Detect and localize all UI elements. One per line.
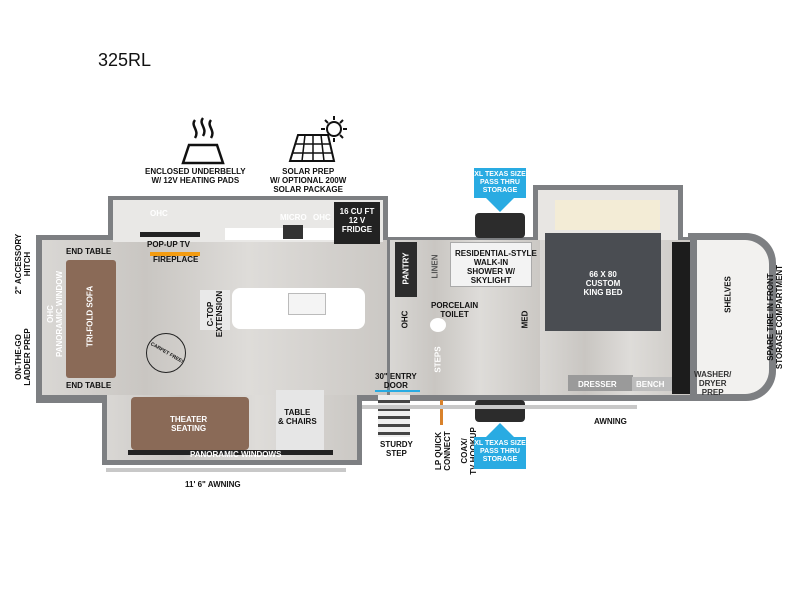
- fireplace-icon: [150, 252, 200, 256]
- entry-door[interactable]: [375, 390, 420, 392]
- pillows: [555, 200, 660, 230]
- end-table-bottom-label: END TABLE: [66, 381, 112, 390]
- stove-icon: [283, 225, 303, 239]
- toilet-icon: [430, 318, 446, 332]
- storage-top-arrow: XL TEXAS SIZE PASS THRU STORAGE: [474, 168, 526, 198]
- c-top-label: C-TOP EXTENSION: [206, 290, 224, 338]
- shelves-label: SHELVES: [723, 276, 733, 313]
- awning: [362, 405, 637, 409]
- med-label: MED: [520, 310, 530, 329]
- sink-icon: [288, 293, 326, 315]
- dining-table: [276, 390, 324, 450]
- lp-connect: [440, 400, 443, 425]
- lp-label: LP QUICK CONNECT: [434, 431, 452, 471]
- tv-icon: [140, 232, 200, 237]
- panoramic-window: [128, 450, 333, 455]
- rear-awning-label: 11' 6" AWNING: [185, 480, 241, 489]
- panoramic-label: PANORAMIC WINDOWS: [190, 450, 282, 459]
- king-bed: [545, 233, 661, 331]
- ohc-label-3: OHC: [400, 310, 410, 329]
- theater-label: THEATER SEATING: [170, 415, 208, 433]
- hitch-label: 2" ACCESSORY HITCH: [14, 233, 32, 295]
- counter: [225, 228, 335, 240]
- fridge-label: 16 CU FT 12 V FRIDGE: [339, 207, 375, 234]
- shower: [450, 242, 532, 287]
- rear-window-label: OHC PANORAMIC WINDOW: [46, 270, 64, 358]
- bench: [632, 377, 672, 391]
- arrow-up-icon: [486, 423, 514, 437]
- carpet-free-label: CARPET FREE!: [148, 340, 184, 365]
- arrow-down-icon: [486, 198, 514, 212]
- dresser-label: DRESSER: [578, 380, 617, 389]
- linen-label: LINEN: [430, 254, 440, 279]
- awning-label: AWNING: [594, 417, 627, 426]
- tri-fold-sofa: [66, 260, 116, 378]
- solar-panel-icon: [288, 115, 352, 163]
- fireplace-label: FIREPLACE: [153, 255, 199, 264]
- bench-label: BENCH: [636, 380, 665, 389]
- storage-bottom: [475, 400, 525, 422]
- heat-icon: [180, 115, 226, 165]
- underbelly-label: ENCLOSED UNDERBELLY W/ 12V HEATING PADS: [145, 167, 246, 185]
- fridge: [334, 202, 380, 244]
- shower-label: RESIDENTIAL-STYLE WALK-IN SHOWER W/ SKYL…: [455, 249, 537, 285]
- entry-steps: [378, 395, 410, 437]
- front-storage: [697, 240, 769, 394]
- bed-label: 66 X 80 CUSTOM KING BED: [583, 270, 623, 297]
- closet-doors: [672, 242, 690, 394]
- rear-awning: [106, 468, 346, 472]
- model-title: 325RL: [98, 50, 152, 70]
- solar-label: SOLAR PREP W/ OPTIONAL 200W SOLAR PACKAG…: [270, 167, 347, 194]
- pop-up-tv-label: POP-UP TV: [147, 240, 190, 249]
- washer-label: WASHER/ DRYER PREP: [694, 370, 732, 397]
- storage-bottom-arrow: XL TEXAS SIZE PASS THRU STORAGE: [474, 437, 526, 469]
- toilet-label: PORCELAIN TOILET: [431, 301, 479, 319]
- ohc-label-2: OHC: [313, 213, 331, 222]
- c-top-extension: [200, 290, 230, 330]
- entry-door-label: 30" ENTRY DOOR: [375, 372, 417, 390]
- storage-top: [475, 213, 525, 238]
- micro-label: MICRO: [280, 213, 307, 222]
- steps-label: STEPS: [433, 346, 443, 373]
- ladder-label: ON-THE-GO LADDER PREP: [14, 328, 32, 386]
- carpet-free-badge: CARPET FREE!: [146, 333, 186, 373]
- dresser: [568, 375, 633, 391]
- sofa-label: TRI-FOLD SOFA: [85, 285, 95, 348]
- end-table-top-label: END TABLE: [66, 247, 112, 256]
- pantry: [395, 242, 417, 297]
- theater-seating: [131, 397, 249, 450]
- ohc-label: OHC: [150, 209, 168, 218]
- table-label: TABLE & CHAIRS: [278, 408, 317, 426]
- spare-tire-label: SPARE TIRE IN FRONT STORAGE COMPARTMENT: [766, 264, 784, 370]
- sturdy-step-label: STURDY STEP: [380, 440, 413, 458]
- pantry-label: PANTRY: [401, 252, 411, 285]
